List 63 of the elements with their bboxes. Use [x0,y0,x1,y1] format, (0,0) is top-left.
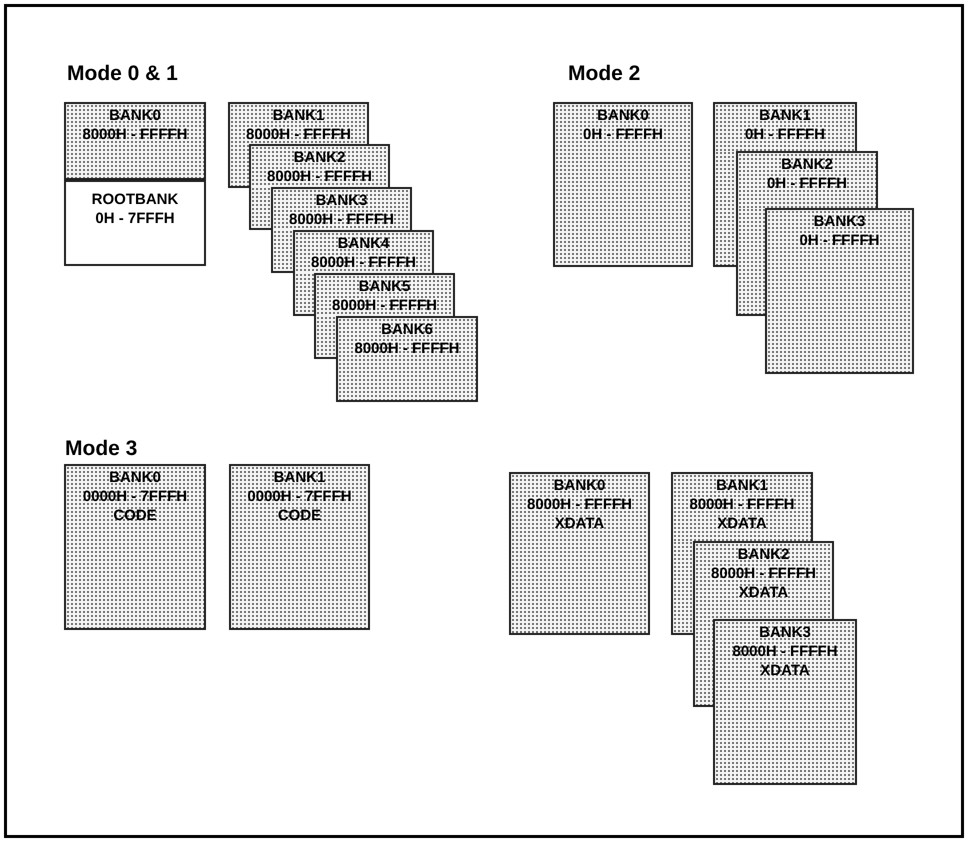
memory-bank-box [293,230,434,273]
bank-label: BANK2 [736,545,790,564]
bank-label: BANK0 [596,106,650,125]
address-range: 8000H - FFFFH [353,339,460,358]
memory-bank-box [336,316,478,402]
address-range: 0000H - 7FFFH [82,487,188,506]
memory-type: XDATA [759,661,811,680]
bank-label: BANK0 [108,106,162,125]
address-range: 8000H - FFFFH [288,210,395,229]
address-range: 8000H - FFFFH [526,495,633,514]
address-range: 8000H - FFFFH [81,125,188,144]
bank-label: ROOTBANK [90,190,180,209]
memory-bank-box [314,273,455,316]
bank-label: BANK4 [336,234,390,253]
memory-bank-box [64,102,206,180]
address-range: 8000H - FFFFH [330,296,438,315]
address-range: 0000H - 7FFFH [246,487,353,506]
memory-bank-box [765,208,914,374]
address-range: 0H - FFFFH [766,174,848,193]
bank-label: BANK2 [780,155,834,174]
address-range: 0H - FFFFH [744,125,826,144]
bank-label: BANK3 [812,212,866,231]
memory-bank-box [713,102,857,151]
memory-type: XDATA [716,514,768,533]
bank-label: BANK3 [758,623,812,642]
bank-label: BANK0 [108,468,162,487]
address-range: 8000H - FFFFH [710,564,817,583]
bank-label: BANK5 [358,277,412,296]
address-range: 8000H - FFFFH [244,125,352,144]
memory-bank-box [228,102,369,144]
section-heading: Mode 2 [568,62,640,86]
bank-label: BANK3 [314,191,368,210]
bank-label: BANK1 [272,106,326,125]
memory-bank-box [64,180,206,266]
address-range: 0H - 7FFFH [94,209,176,228]
section-heading: Mode 3 [65,437,138,461]
bank-label: BANK0 [552,476,606,495]
memory-bank-box [64,464,206,630]
address-range: 8000H - FFFFH [688,495,796,514]
memory-bank-box [736,151,878,208]
memory-bank-box [671,472,813,541]
address-range: 0H - FFFFH [582,125,664,144]
memory-bank-box [553,102,693,267]
memory-type: CODE [276,506,322,525]
memory-type: XDATA [554,514,606,533]
address-range: 8000H - FFFFH [266,167,373,186]
memory-bank-box [693,541,834,619]
address-range: 0H - FFFFH [798,231,880,250]
address-range: 8000H - FFFFH [310,253,417,272]
memory-bank-box [249,144,390,187]
bank-label: BANK1 [715,476,769,495]
memory-bank-box [229,464,370,630]
bank-label: BANK1 [272,468,326,487]
memory-type: CODE [112,506,158,525]
bank-label: BANK6 [380,320,434,339]
memory-bank-box [271,187,412,230]
memory-bank-box [509,472,650,635]
memory-bank-box [713,619,857,785]
section-heading: Mode 0 & 1 [67,62,178,86]
memory-type: XDATA [738,583,790,602]
bank-label: BANK1 [758,106,812,125]
bank-label: BANK2 [292,148,346,167]
address-range: 8000H - FFFFH [731,642,838,661]
